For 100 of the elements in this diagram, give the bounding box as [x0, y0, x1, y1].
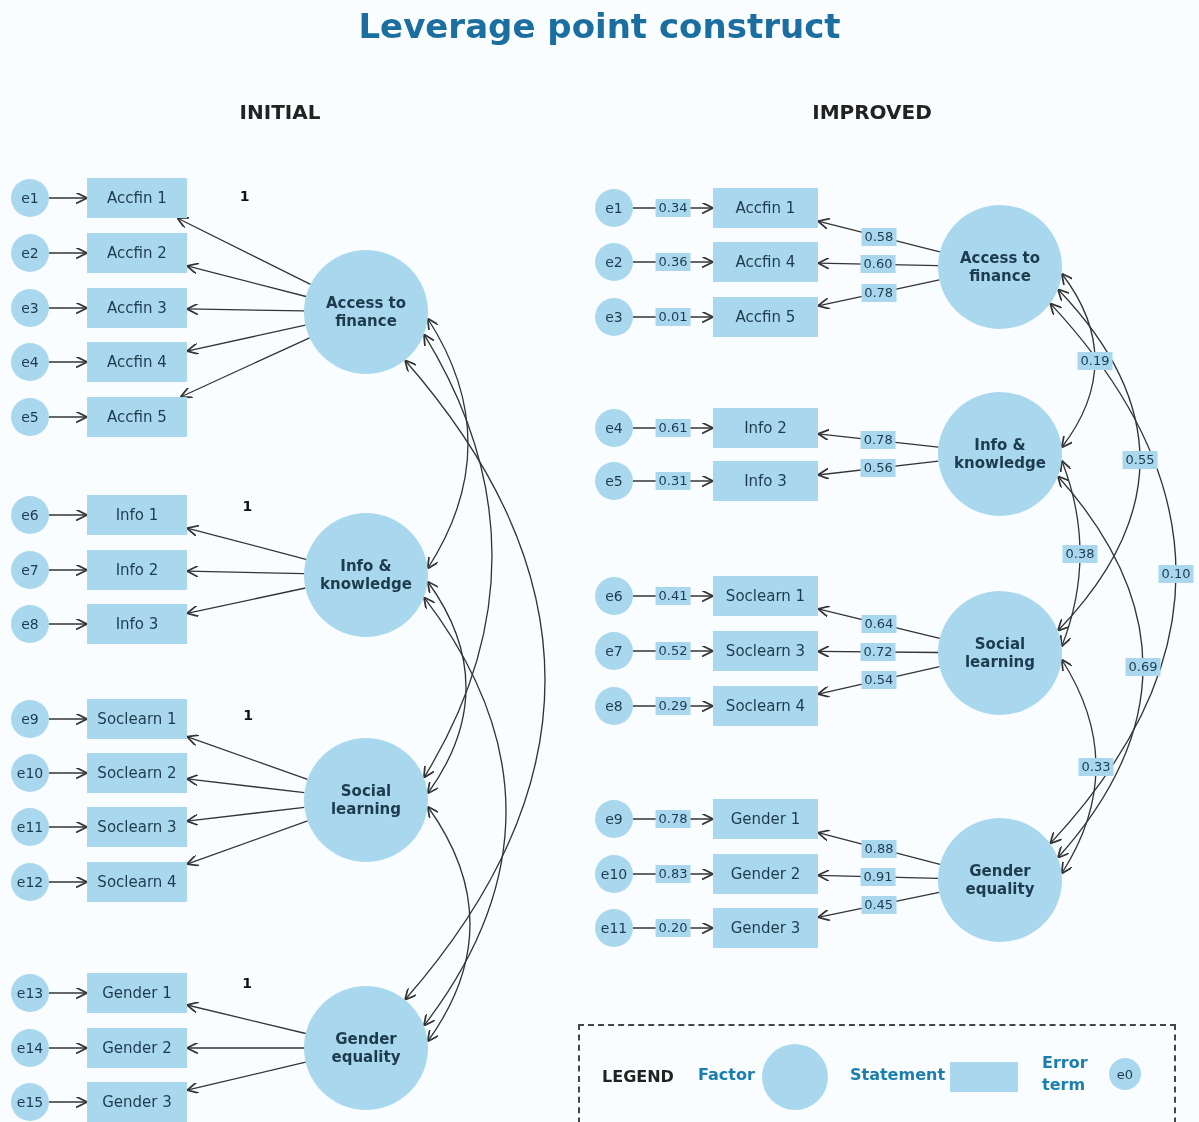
edge-label: 0.54 — [861, 671, 897, 690]
arrow — [48, 986, 88, 1000]
error-term-circle: e7 — [595, 632, 633, 670]
error-term-circle: e3 — [11, 289, 49, 327]
statement-box: Info 1 — [87, 495, 187, 535]
edge-label: 0.34 — [655, 199, 691, 217]
arrow — [48, 712, 88, 726]
edge-label: 1 — [242, 975, 253, 991]
statement-box: Accfin 5 — [87, 397, 187, 437]
legend-text: Statement — [850, 1064, 946, 1084]
statement-box: Accfin 4 — [87, 342, 187, 382]
edge-label: 0.78 — [655, 810, 691, 828]
arrow — [48, 1095, 88, 1109]
error-term-symbol: e0 — [1109, 1058, 1141, 1090]
arrow — [186, 564, 305, 578]
double-headed-arrow — [426, 805, 471, 1043]
error-term-circle: e9 — [11, 700, 49, 738]
arrow — [48, 563, 88, 577]
edge-label: 0.64 — [861, 614, 897, 633]
arrow — [186, 1041, 305, 1055]
statement-box: Gender 2 — [713, 854, 818, 894]
error-term-circle: e4 — [595, 409, 633, 447]
error-term-circle: e6 — [11, 496, 49, 534]
title: Leverage point construct — [357, 6, 842, 46]
arrow — [48, 766, 88, 780]
double-headed-arrow — [1057, 288, 1141, 632]
double-headed-arrow — [404, 359, 546, 1001]
double-headed-arrow — [426, 580, 467, 795]
edge-label: 1 — [243, 706, 253, 723]
legend-text: Factor — [698, 1064, 755, 1084]
error-term-circle: e15 — [11, 1083, 49, 1121]
error-term-circle: e11 — [11, 808, 49, 846]
error-term-circle: e12 — [11, 863, 49, 901]
edge-label: 0.10 — [1158, 564, 1194, 583]
arrow — [48, 246, 88, 260]
error-term-circle: e8 — [11, 605, 49, 643]
statement-box: Accfin 2 — [87, 233, 187, 273]
statement-box: Gender 2 — [87, 1028, 187, 1068]
edge-label: 0.31 — [655, 472, 691, 490]
statement-box: Info 2 — [713, 408, 818, 448]
edge-label: 0.36 — [655, 253, 691, 271]
edge-label: 0.58 — [861, 227, 897, 246]
statement-box: Gender 1 — [713, 799, 818, 839]
double-headed-arrow — [1049, 302, 1177, 845]
arrow — [179, 337, 311, 399]
arrow — [48, 820, 88, 834]
arrow — [186, 587, 307, 618]
factor-circle: Access to finance — [938, 205, 1062, 329]
factor-circle: Access to finance — [304, 250, 428, 374]
statement-box: Gender 3 — [87, 1082, 187, 1122]
arrow — [186, 1061, 307, 1094]
legend-heading: LEGEND — [602, 1066, 674, 1086]
statement-box: Accfin 1 — [87, 178, 187, 218]
edge-label: 1 — [242, 498, 253, 515]
arrow — [48, 508, 88, 522]
error-term-circle: e5 — [11, 398, 49, 436]
edge-label: 0.20 — [655, 919, 691, 937]
statement-box: Soclearn 4 — [713, 686, 818, 726]
double-headed-arrow — [1060, 272, 1096, 449]
statement-box: Soclearn 4 — [87, 862, 187, 902]
error-term-circle: e4 — [11, 343, 49, 381]
factor-circle: Social learning — [938, 591, 1062, 715]
arrow — [48, 301, 88, 315]
statement-box: Accfin 3 — [87, 288, 187, 328]
edge-label: 0.29 — [655, 697, 691, 715]
error-term-circle: e5 — [595, 462, 633, 500]
edge-label: 0.88 — [861, 839, 897, 858]
arrow — [48, 1041, 88, 1055]
error-term-circle: e3 — [595, 298, 633, 336]
arrow — [48, 410, 88, 424]
error-term-circle: e7 — [11, 551, 49, 589]
arrow — [186, 524, 307, 560]
arrow — [186, 806, 306, 827]
double-headed-arrow — [1057, 475, 1144, 859]
error-term-circle: e1 — [595, 189, 633, 227]
error-term-circle: e8 — [595, 687, 633, 725]
arrow — [186, 1001, 307, 1035]
edge-label: 1 — [239, 188, 250, 204]
statement-box: Info 3 — [87, 604, 187, 644]
edge-label: 0.33 — [1078, 757, 1114, 776]
statement-box: Soclearn 3 — [713, 631, 818, 671]
edge-label: 0.45 — [861, 895, 897, 914]
edge-label: 0.38 — [1062, 544, 1098, 563]
arrow — [48, 617, 88, 631]
double-headed-arrow — [1059, 459, 1081, 648]
error-term-circle: e1 — [11, 179, 49, 217]
statement-box: Gender 1 — [87, 973, 187, 1013]
arrow — [186, 262, 307, 298]
panel-heading: INITIAL — [239, 100, 321, 124]
arrow — [48, 191, 88, 205]
edge-label: 0.55 — [1122, 451, 1158, 469]
error-term-circle: e11 — [595, 909, 633, 947]
statement-box: Soclearn 1 — [713, 576, 818, 616]
edge-label: 0.19 — [1077, 351, 1113, 370]
double-headed-arrow — [1060, 658, 1097, 875]
statement-box: Accfin 1 — [713, 188, 818, 228]
factor-circle: Gender equality — [304, 986, 428, 1110]
arrow — [186, 734, 309, 780]
statement-box: Info 2 — [87, 550, 187, 590]
edge-label: 0.56 — [860, 459, 896, 477]
